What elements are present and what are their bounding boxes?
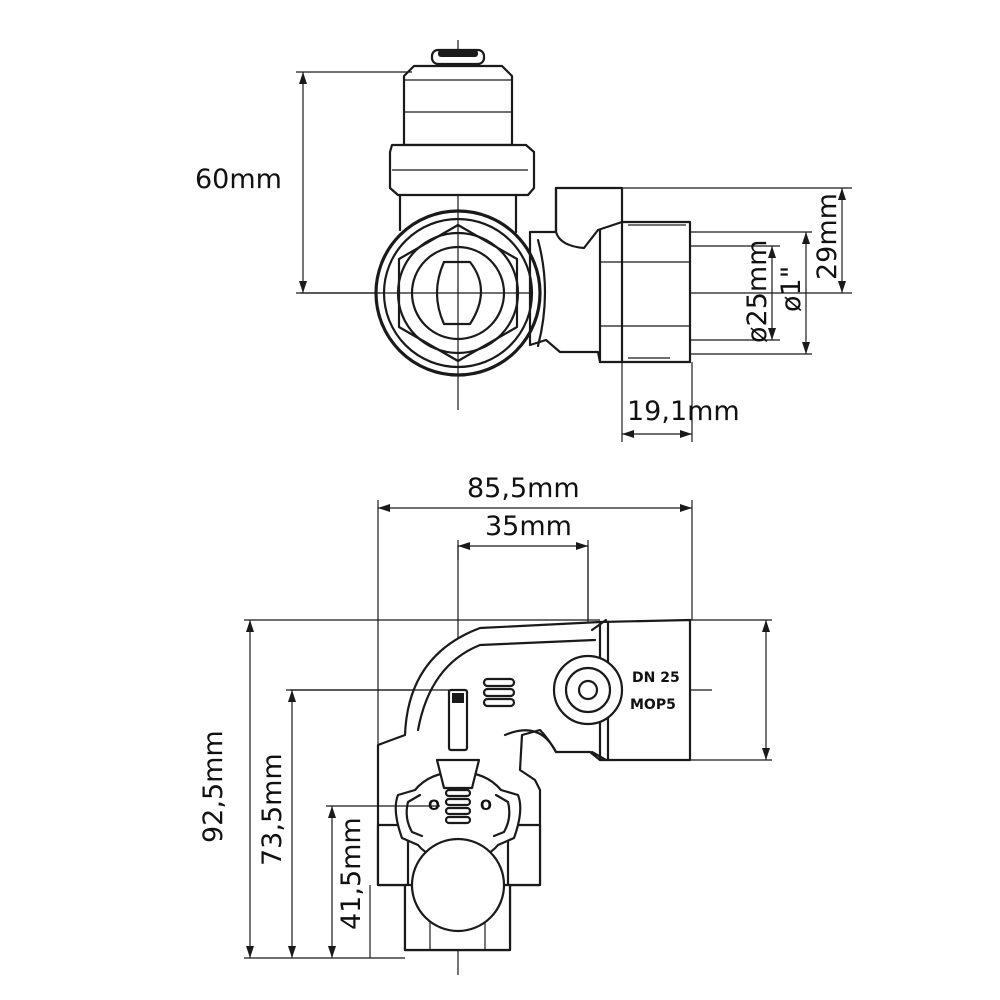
front-elbow-slots — [482, 677, 516, 708]
dim-35mm — [457, 540, 589, 620]
dim-92-5mm — [244, 619, 600, 959]
dim-19-1mm — [621, 362, 693, 442]
dim-60mm-label: 60mm — [195, 164, 282, 195]
top-main-body — [374, 209, 542, 377]
front-knob — [410, 837, 506, 933]
front-outlet-boss — [552, 654, 624, 726]
dim-19-1mm-label: 19,1mm — [627, 396, 740, 427]
dim-41-5mm — [326, 805, 440, 958]
front-view: DN 25 MOP5 O O — [198, 473, 772, 975]
dim-dia1inch — [690, 231, 812, 355]
front-handle: O O — [394, 770, 522, 862]
svg-text:O: O — [480, 798, 492, 814]
dim-92-5mm-label: 92,5mm — [198, 730, 229, 843]
marking-dn25: DN 25 — [632, 670, 680, 686]
dim-73-5mm-label: 73,5mm — [257, 753, 288, 866]
top-cap — [388, 48, 536, 234]
dim-29mm-label: 29mm — [812, 193, 843, 280]
top-side-branch — [528, 186, 692, 364]
dim-dia25 — [690, 245, 780, 341]
dim-41-5mm-label: 41,5mm — [336, 817, 367, 930]
front-lower-flanges — [376, 823, 542, 952]
dim-dia1inch-label: ø1" — [776, 266, 807, 312]
front-outlet-extent — [690, 619, 772, 761]
marking-mop5: MOP5 — [630, 697, 676, 713]
dim-85-5mm — [377, 500, 693, 760]
dim-73-5mm — [286, 689, 450, 958]
dim-85-5mm-label: 85,5mm — [467, 473, 580, 504]
dim-dia25-label: ø25mm — [742, 240, 773, 343]
dim-35mm-label: 35mm — [485, 511, 572, 542]
top-view: 60mm 29mm ø25mm ø1" — [195, 40, 852, 442]
dim-29mm — [622, 187, 852, 294]
dim-60mm — [296, 71, 412, 294]
front-lever — [435, 688, 481, 790]
